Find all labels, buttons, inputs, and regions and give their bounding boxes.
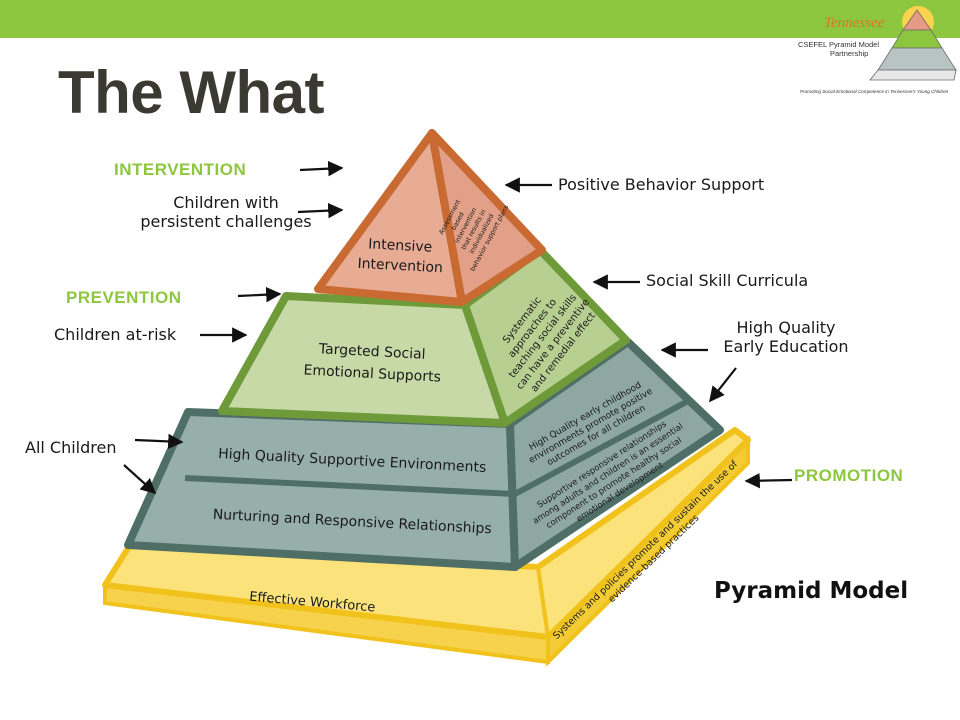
arrow-all-children-1: [134, 433, 184, 450]
intensive-front-line2: Intervention: [357, 256, 443, 276]
label-persistent-challenges: Children with persistent challenges: [128, 193, 324, 231]
label-hq-line1: High Quality: [736, 318, 836, 337]
logo-pyramid-base: [869, 69, 957, 81]
label-high-quality-early-education: High Quality Early Education: [708, 318, 864, 356]
arrow-all-children-2: [123, 464, 157, 495]
label-hq-line2: Early Education: [723, 337, 849, 356]
label-positive-behavior-support: Positive Behavior Support: [558, 175, 765, 194]
label-social-skill-curricula: Social Skill Curricula: [646, 271, 809, 290]
arrow-intervention: [299, 160, 344, 177]
label-prevention: PREVENTION: [66, 288, 182, 307]
label-intervention: INTERVENTION: [114, 160, 247, 179]
universal-side-divider: [513, 397, 692, 497]
label-persistent-line1: Children with: [173, 193, 279, 212]
targeted-front-line1: Targeted Social: [317, 341, 425, 363]
tier-intensive: [314, 129, 546, 306]
pyramid-model-caption: Pyramid Model: [714, 578, 909, 604]
label-persistent-line2: persistent challenges: [140, 212, 312, 231]
base-fold-line: [536, 566, 550, 638]
logo-line2: Partnership: [830, 49, 868, 58]
partnership-logo: Tennessee CSEFEL Pyramid Model Partnersh…: [798, 6, 957, 94]
universal-front-divider: [184, 475, 516, 497]
logo-tagline: Promoting Social-Emotional Competence in…: [800, 89, 949, 94]
targeted-front-line2: Emotional Supports: [303, 362, 441, 385]
logo-line1: CSEFEL Pyramid Model: [798, 40, 879, 49]
logo-state-text: Tennessee: [824, 15, 885, 31]
label-all-children: All Children: [25, 438, 117, 457]
intensive-side-face: [428, 129, 546, 306]
annotation-arrows: [123, 160, 793, 495]
label-children-at-risk: Children at-risk: [54, 325, 177, 344]
tier-base: [102, 427, 751, 667]
slide-title: The What: [58, 59, 324, 126]
arrow-hq-2: [709, 367, 737, 403]
arrow-prevention: [237, 286, 282, 303]
intensive-front-line1: Intensive: [368, 236, 433, 255]
arrow-persistent: [297, 202, 344, 219]
label-promotion: PROMOTION: [794, 466, 904, 485]
top-accent-bar: [0, 0, 960, 38]
arrow-promotion: [744, 473, 793, 489]
